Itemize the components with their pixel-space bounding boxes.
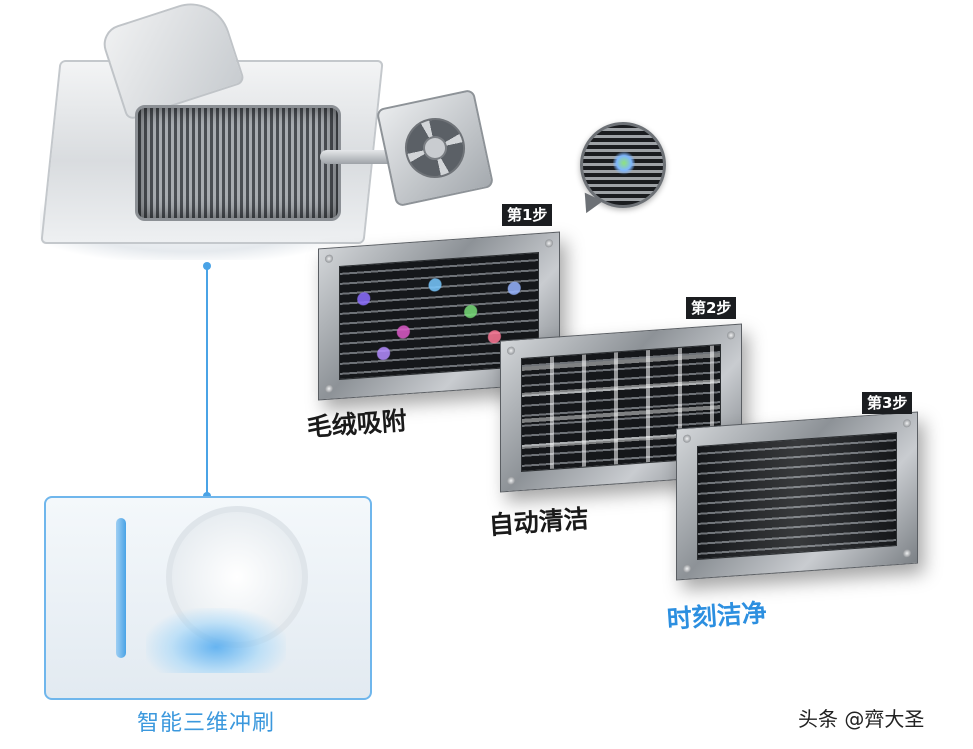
inset-caption: 智能三维冲刷 bbox=[136, 711, 275, 736]
screw-icon bbox=[325, 384, 333, 393]
filter-panel-step-3 bbox=[676, 411, 918, 581]
connector-line bbox=[206, 266, 208, 494]
rinse-inset-image bbox=[44, 496, 372, 700]
screw-icon bbox=[545, 239, 553, 248]
watermark: 头条 @齊大圣 bbox=[798, 707, 925, 731]
lint-particle bbox=[613, 151, 635, 175]
water-tube bbox=[116, 518, 126, 658]
screw-icon bbox=[903, 549, 911, 558]
step-badge-1: 第1步 bbox=[502, 204, 553, 226]
screw-icon bbox=[325, 254, 333, 263]
filter-mesh bbox=[697, 432, 897, 560]
connector-dot-top bbox=[203, 262, 211, 270]
screw-icon bbox=[507, 476, 515, 485]
lint-zoom-bubble bbox=[580, 122, 666, 208]
fan-icon bbox=[375, 88, 495, 208]
condenser-core bbox=[135, 105, 341, 221]
screw-icon bbox=[507, 346, 515, 355]
heat-pump-module-image bbox=[20, 0, 500, 270]
screw-icon bbox=[683, 434, 691, 443]
step-caption-3: 时刻洁净 bbox=[665, 598, 768, 635]
step-badge-3: 第3步 bbox=[862, 392, 913, 414]
step-caption-1: 毛绒吸附 bbox=[305, 406, 408, 443]
screw-icon bbox=[903, 419, 911, 428]
water-spray bbox=[146, 608, 286, 673]
screw-icon bbox=[727, 331, 735, 340]
screw-icon bbox=[683, 564, 691, 573]
step-caption-2: 自动清洁 bbox=[487, 504, 590, 541]
step-badge-2: 第2步 bbox=[686, 297, 737, 319]
